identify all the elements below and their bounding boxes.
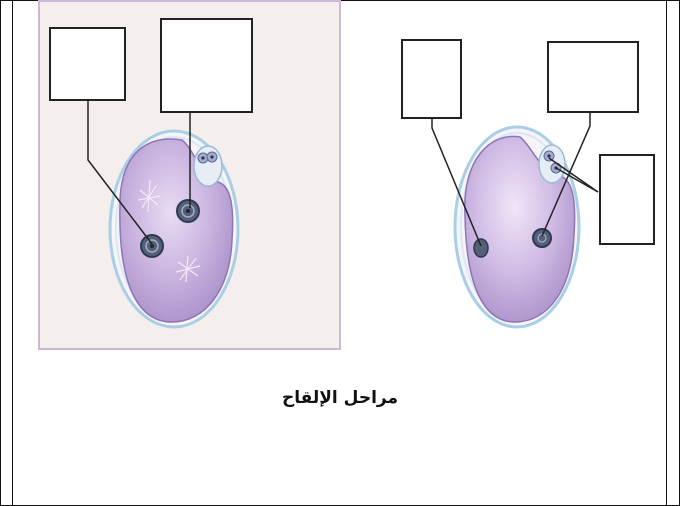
right-nucleus-center	[533, 229, 551, 247]
diagram-caption: مراحل الإلقاح	[0, 388, 680, 408]
label-box-left-1[interactable]	[49, 27, 126, 101]
left-polar-bodies	[194, 146, 222, 186]
right-egg	[432, 112, 598, 327]
right-sperm-head	[474, 239, 488, 257]
right-polar-bodies	[539, 145, 565, 183]
label-box-left-2[interactable]	[160, 18, 253, 113]
label-box-right-1[interactable]	[401, 39, 462, 119]
label-box-right-3[interactable]	[599, 154, 655, 245]
label-box-right-2[interactable]	[547, 41, 639, 113]
left-pronucleus-lower	[141, 235, 163, 257]
left-pronucleus-upper	[177, 200, 199, 222]
left-egg	[88, 100, 238, 327]
